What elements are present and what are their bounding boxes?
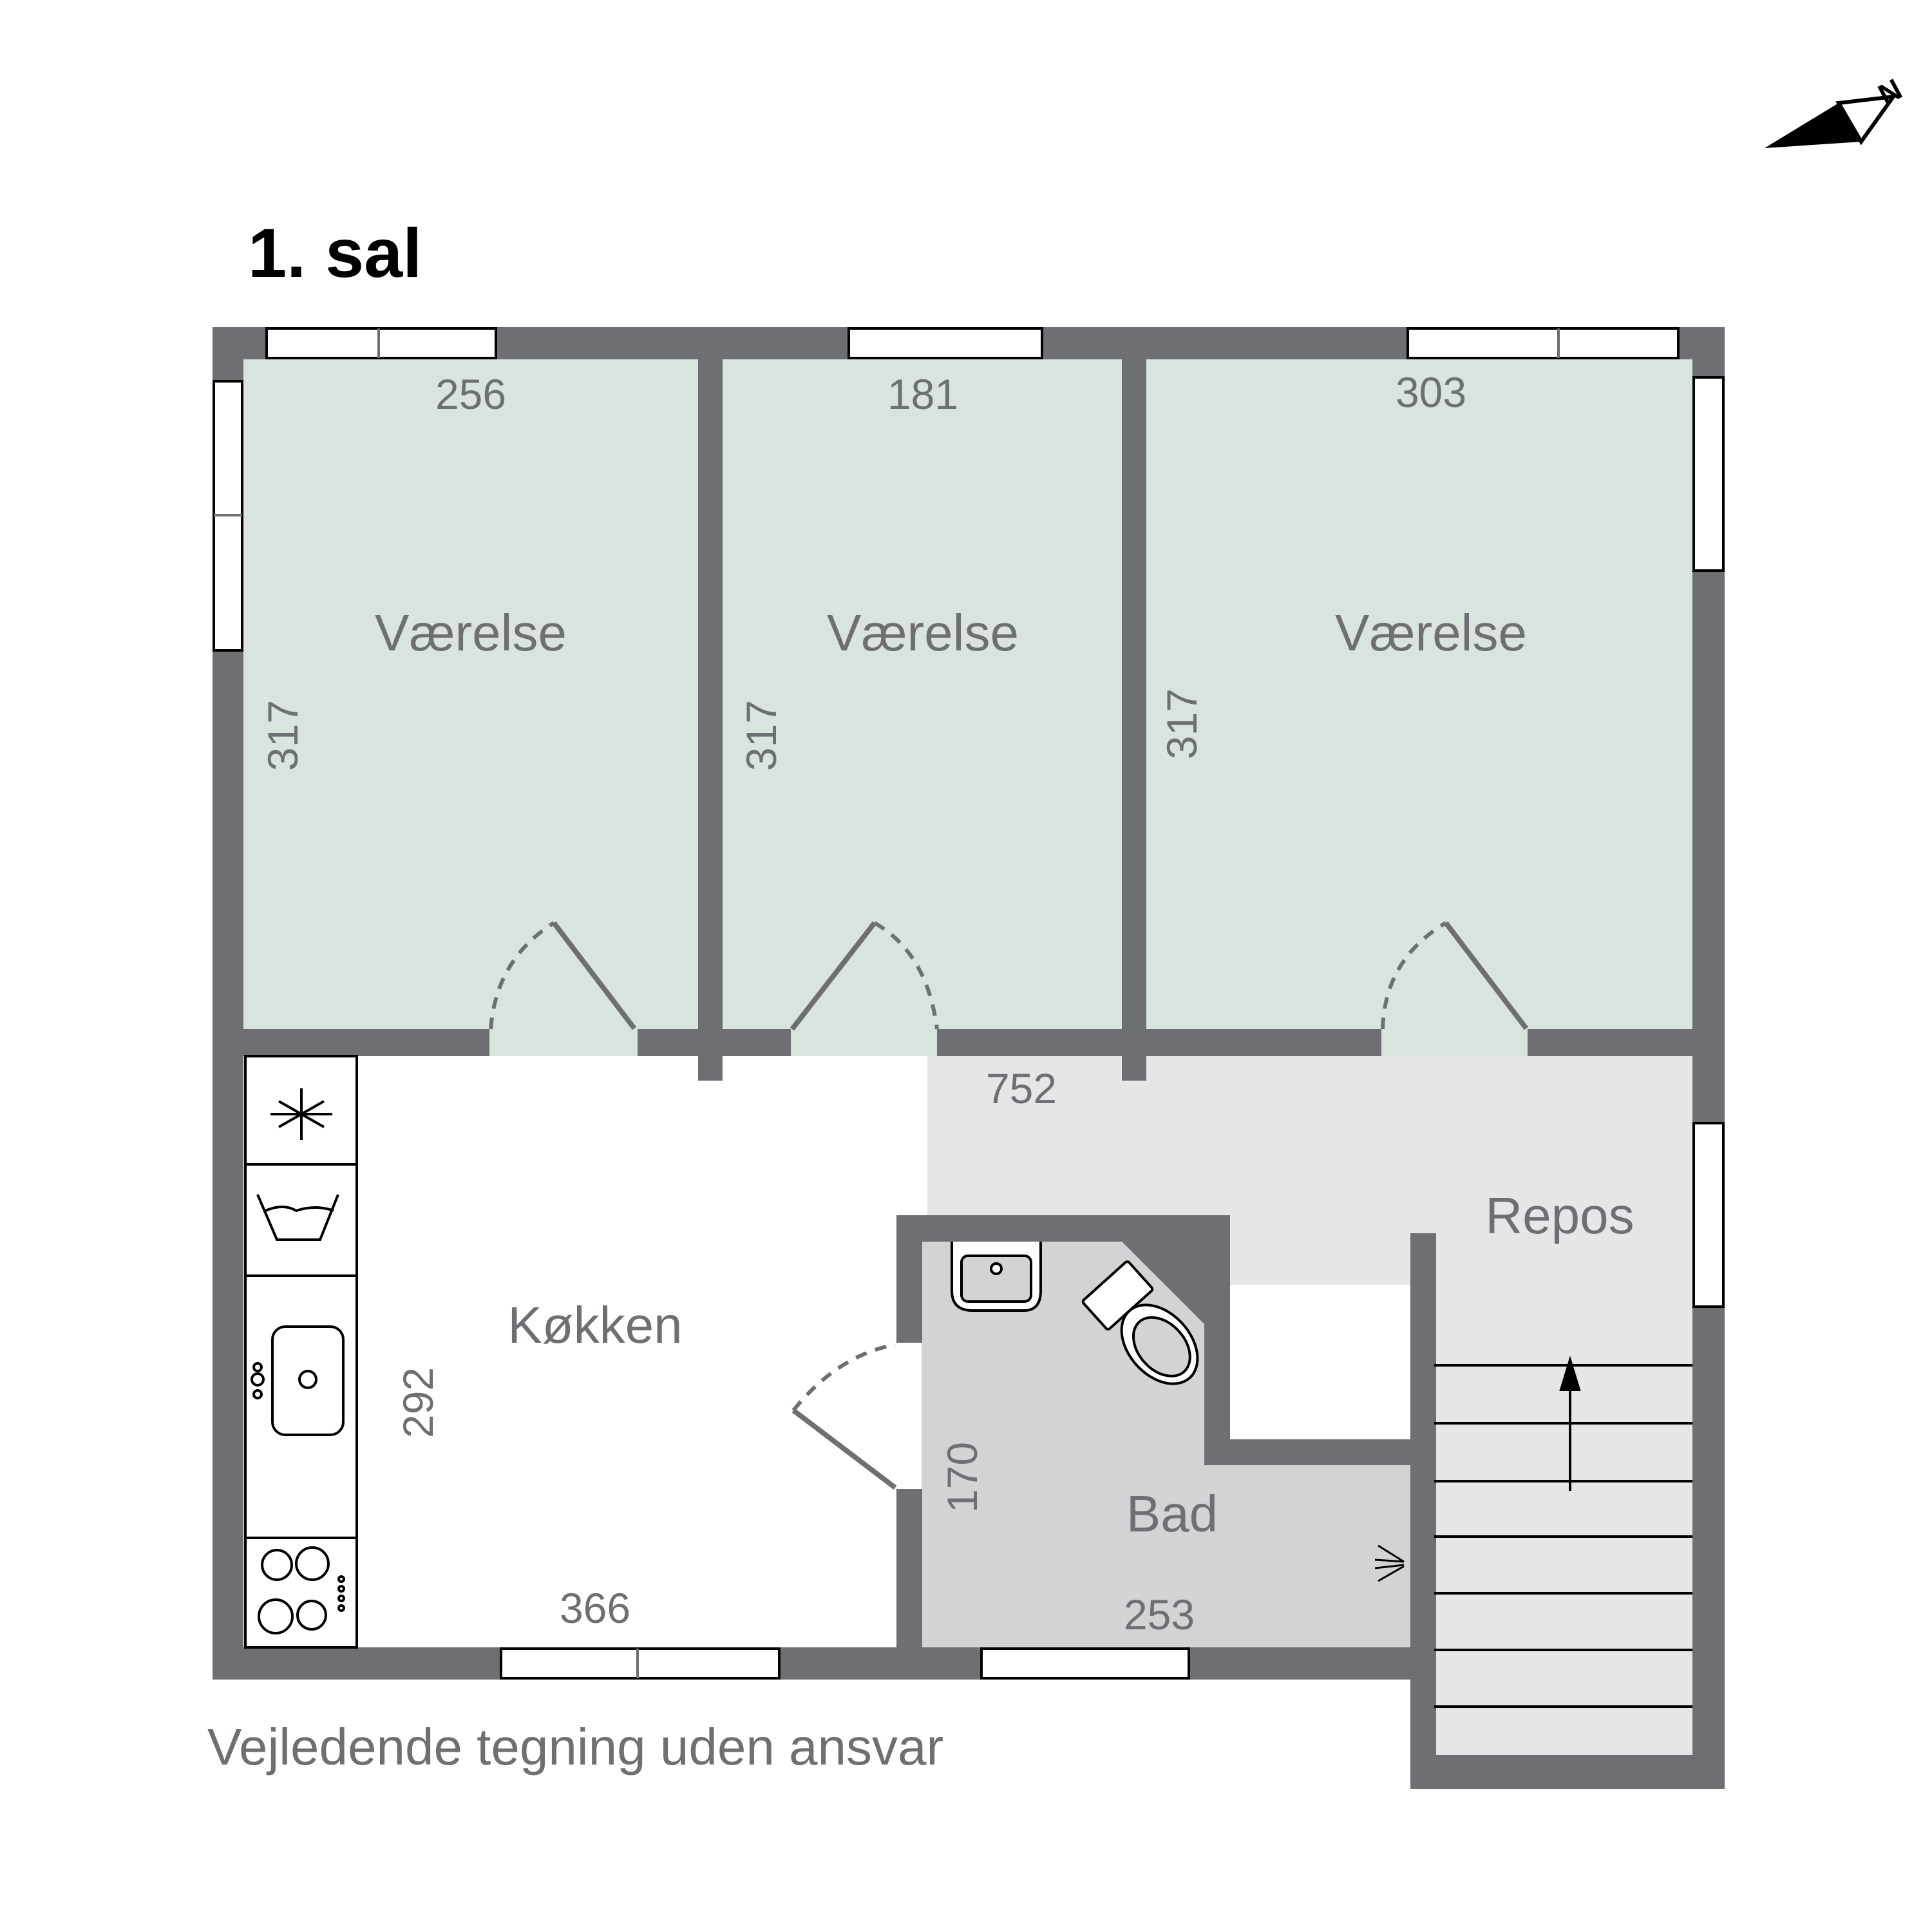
freezer-icon (270, 1088, 332, 1140)
bedroom-2-label: Værelse (827, 604, 1019, 661)
kitchen-label: Køkken (507, 1296, 682, 1354)
disclaimer: Vejledende tegning uden ansvar (207, 1718, 943, 1776)
bedroom-1-height: 317 (259, 700, 307, 771)
bedroom-3-floor[interactable] (1146, 359, 1707, 1079)
bathroom-label: Bad (1126, 1485, 1218, 1542)
bedroom-1-floor[interactable] (243, 359, 698, 1079)
windows (213, 327, 1725, 1680)
bedroom-2-floor[interactable] (721, 359, 1122, 1079)
landing-width: 752 (986, 1065, 1057, 1112)
compass-icon (1765, 94, 1898, 148)
staircase (1434, 1356, 1692, 1708)
bathroom-floor[interactable] (922, 1242, 1417, 1647)
bedroom-3-label: Værelse (1335, 604, 1527, 661)
stairwell-void (1230, 1323, 1417, 1439)
bedroom-3-width: 303 (1396, 368, 1466, 416)
bedroom-2-width: 181 (887, 370, 958, 418)
landing-label: Repos (1485, 1187, 1634, 1244)
shower-icon (1374, 1544, 1405, 1582)
stove-icon (258, 1546, 345, 1634)
bathroom-height: 170 (938, 1442, 986, 1513)
floor-title: 1. sal (248, 214, 422, 292)
bathroom-width: 253 (1124, 1591, 1195, 1638)
doors[interactable] (489, 921, 1529, 1490)
washing-machine-icon (256, 1194, 339, 1241)
bedroom-1-label: Værelse (375, 604, 567, 661)
stair-floor[interactable] (1434, 1285, 1707, 1755)
kitchen-height: 292 (394, 1367, 442, 1438)
bathroom-fixtures (951, 1242, 1405, 1582)
bedroom-1-width: 256 (435, 370, 506, 418)
kitchen-counter (244, 1055, 358, 1649)
kitchen-width: 366 (560, 1584, 630, 1632)
bedroom-2-height: 317 (737, 700, 785, 771)
bedroom-3-height: 317 (1158, 688, 1206, 759)
toilet-icon (1081, 1260, 1199, 1385)
